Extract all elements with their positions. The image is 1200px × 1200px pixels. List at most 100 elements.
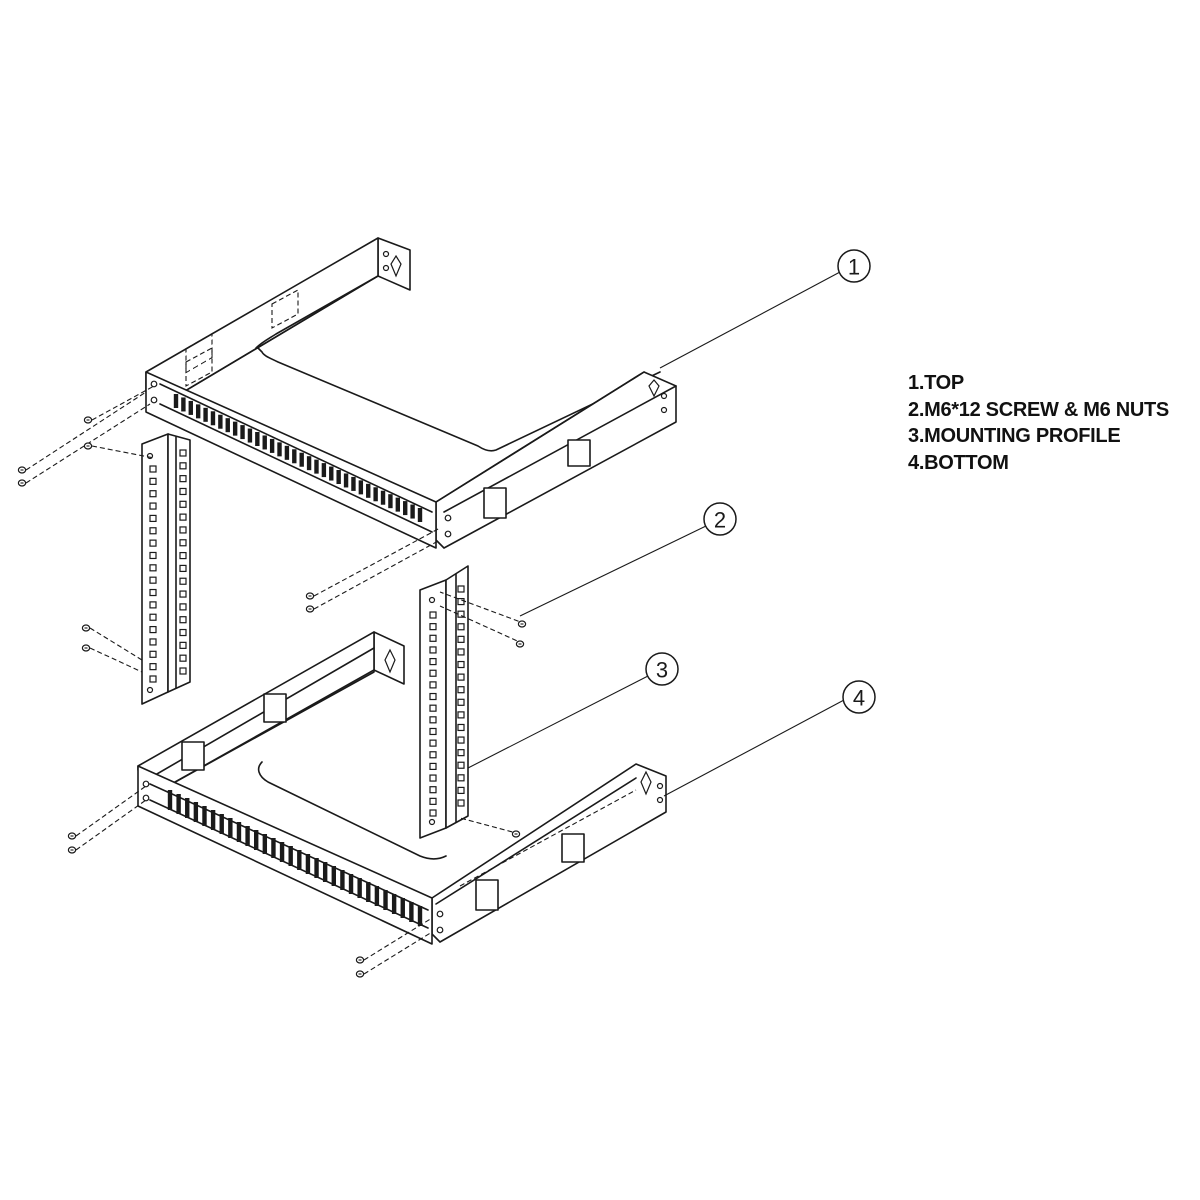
bottom-perforation-slot — [383, 890, 388, 910]
left-profile-square-hole — [149, 625, 157, 634]
screw-alignment-line — [75, 785, 147, 837]
top-perforation-slot — [218, 414, 223, 429]
callout-1-number: 1 — [848, 255, 860, 280]
top-perforation-slot — [225, 418, 230, 433]
bottom-perforation-slot — [400, 898, 405, 918]
bottom-front-perforations — [167, 790, 423, 926]
left-profile-side-square-hole — [179, 513, 187, 521]
screw-alignment-line — [91, 445, 155, 459]
top-right-arm-keyhole — [648, 379, 660, 398]
bottom-right-arm-edge — [435, 777, 637, 905]
right-profile-square-hole — [429, 727, 437, 736]
bottom-inner-curve-edge — [257, 761, 447, 860]
right-profile-square-hole — [429, 646, 437, 654]
top-perforation-slot — [329, 466, 334, 481]
parts-legend: 1.TOP 2.M6*12 SCREW & M6 NUTS 3.MOUNTING… — [908, 370, 1169, 476]
top-front-perforations — [173, 394, 423, 522]
right-profile-square-hole — [429, 774, 437, 782]
top-left-arm-cutout — [185, 332, 213, 374]
left-profile-square-hole — [149, 490, 157, 498]
top-front-lower-edge — [159, 403, 433, 533]
left-profile-square-holes — [149, 449, 187, 683]
left-profile-side-square-hole — [179, 539, 187, 547]
left-profile-square-hole — [149, 613, 157, 621]
left-profile-side-square-hole — [179, 475, 187, 483]
bottom-perforation-slot — [219, 814, 224, 834]
top-right-arm-hole — [660, 392, 668, 400]
legend-item-top: 1.TOP — [908, 372, 964, 394]
bottom-perforation-slot — [228, 818, 233, 838]
right-profile-side-square-hole — [457, 597, 465, 606]
top-perforation-slot — [343, 473, 349, 488]
right-profile-square-hole — [429, 751, 437, 759]
top-perforation-slot — [277, 442, 282, 457]
bottom-perforation-slot — [279, 842, 285, 862]
left-profile-side-square-hole — [179, 628, 187, 637]
top-perforation-slot — [358, 480, 364, 495]
left-profile-square-hole — [149, 564, 157, 572]
bottom-perforation-slot — [176, 794, 181, 814]
bottom-front-mount-hole — [436, 910, 444, 918]
top-perforation-slot — [240, 425, 245, 440]
screw-icon — [83, 442, 93, 450]
top-perforation-slot — [336, 470, 341, 484]
right-profile-side-square-hole — [457, 635, 465, 643]
right-profile-square-hole — [429, 786, 437, 794]
leader-line-3 — [467, 675, 649, 769]
top-perforation-slot — [188, 400, 193, 415]
left-profile-side-square-hole — [179, 551, 187, 560]
callout-1: 1 — [837, 249, 871, 283]
top-left-arm-cutout — [271, 289, 299, 329]
right-profile-square-hole — [429, 692, 437, 701]
screw-alignment-line — [363, 931, 433, 975]
callout-3-number: 3 — [656, 658, 668, 683]
bottom-perforation-slot — [417, 906, 423, 926]
top-perforation-slot — [314, 459, 319, 474]
callout-4-number: 4 — [853, 686, 865, 711]
top-perforation-slot — [232, 421, 238, 436]
top-left-arm-wall — [145, 237, 379, 413]
top-right-arm-lower-edge — [443, 385, 677, 513]
left-profile-side-square-hole — [179, 449, 187, 457]
bottom-perforation-slot — [254, 830, 259, 850]
left-profile-square-hole — [149, 551, 157, 560]
bottom-left-arm-window — [263, 693, 287, 723]
screw-alignment-line — [89, 627, 143, 661]
top-right-arm-edge — [435, 371, 645, 503]
top-frame — [145, 237, 677, 549]
top-front-mount-hole — [150, 396, 158, 404]
bottom-perforation-slot — [297, 850, 302, 870]
bottom-perforation-slot — [314, 858, 319, 878]
top-right-arm-window — [483, 487, 507, 519]
right-profile-side-square-hole — [457, 648, 465, 656]
right-profile-square-hole — [429, 797, 437, 805]
bottom-right-arm-hole — [656, 796, 664, 804]
left-profile-square-hole — [149, 588, 157, 597]
right-profile-side-square-hole — [457, 799, 465, 807]
top-perforation-slot — [284, 445, 290, 460]
right-profile-hole — [428, 596, 436, 604]
callout-4-circle — [842, 680, 876, 714]
screw-icon — [511, 830, 521, 838]
top-perforation-slot — [173, 394, 179, 408]
right-profile-hole — [428, 818, 436, 826]
right-profile-square-hole — [429, 681, 437, 689]
left-profile-square-hole — [149, 539, 157, 547]
right-profile-side-square-hole — [457, 686, 465, 694]
bottom-front-mount-hole — [142, 780, 150, 788]
left-profile-square-hole — [149, 675, 157, 683]
screw-icon — [81, 624, 91, 632]
top-inner-curve-edge — [257, 347, 661, 452]
screw-alignment-line — [75, 799, 147, 851]
top-perforation-slot — [262, 435, 267, 450]
right-profile-square-hole — [429, 611, 437, 619]
bottom-perforation-slot — [322, 862, 328, 882]
bottom-right-arm-window — [561, 833, 585, 863]
right-profile-square-hole — [429, 669, 437, 677]
right-mounting-profile — [419, 565, 469, 839]
top-perforation-slot — [351, 476, 356, 491]
bottom-perforation-slot — [348, 874, 354, 894]
callout-1-circle — [837, 249, 871, 283]
top-right-arm-hole — [660, 406, 668, 414]
callout-2-number: 2 — [714, 508, 726, 533]
